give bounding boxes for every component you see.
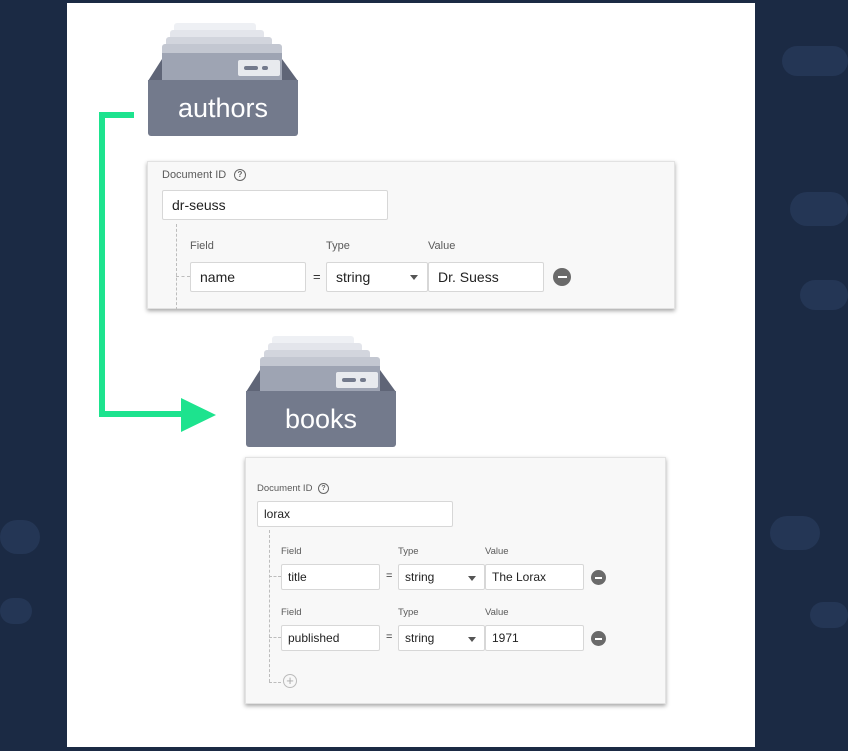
background-blob [782,46,848,76]
document-id-label: Document ID [162,169,227,181]
remove-field-icon[interactable] [553,268,571,286]
field-tree-line [176,224,177,310]
equals-sign: = [386,631,393,643]
background-blob [0,598,32,624]
author-document-panel: Document ID ? dr-seuss Field Type Value … [147,161,675,310]
value-header: Value [485,546,509,557]
document-id-label: Document ID [257,483,313,494]
type-header: Type [398,607,419,618]
field-header: Field [190,240,214,252]
help-icon[interactable]: ? [318,483,329,494]
equals-sign: = [386,570,393,582]
field-type-value: string [405,631,435,645]
type-header: Type [398,546,419,557]
field-header: Field [281,546,302,557]
document-id-field[interactable]: dr-seuss [162,190,388,220]
background-blob [0,520,40,554]
background-blob [800,280,848,310]
equals-sign: = [313,269,321,284]
help-icon[interactable]: ? [234,169,246,181]
remove-field-icon[interactable] [591,631,606,646]
background-blob [790,192,848,226]
field-type-value: string [405,570,435,584]
remove-field-icon[interactable] [591,570,606,585]
document-id-field[interactable]: lorax [257,501,453,527]
field-value-input[interactable]: The Lorax [485,564,584,590]
field-value-input[interactable]: Dr. Suess [428,262,544,292]
field-type-select[interactable]: string [398,625,485,651]
field-name-input[interactable]: published [281,625,380,651]
reference-arrow [99,112,216,432]
field-tree-branch [269,682,281,683]
field-type-value: string [336,269,371,285]
book-document-panel: Document ID ? lorax Field Type Value tit… [245,457,666,704]
authors-collection-icon: authors [148,23,298,136]
authors-label: authors [148,80,298,136]
books-collection-icon: books [246,336,396,447]
field-type-select[interactable]: string [398,564,485,590]
field-tree-branch [176,276,190,277]
value-header: Value [485,607,509,618]
field-name-input[interactable]: title [281,564,380,590]
value-header: Value [428,240,456,252]
add-field-icon[interactable]: + [283,674,297,688]
field-tree-line [269,530,270,682]
diagram-canvas: authors Document ID ? dr-seuss Field Typ… [67,3,755,747]
books-label: books [246,391,396,447]
type-header: Type [326,240,350,252]
field-type-select[interactable]: string [326,262,428,292]
field-tree-branch [269,637,281,638]
field-value-input[interactable]: 1971 [485,625,584,651]
field-name-input[interactable]: name [190,262,306,292]
chevron-down-icon[interactable] [468,576,476,581]
background-blob [810,602,848,628]
field-tree-branch [269,576,281,577]
field-header: Field [281,607,302,618]
chevron-down-icon[interactable] [410,275,418,280]
chevron-down-icon[interactable] [468,637,476,642]
background-blob [770,516,820,550]
